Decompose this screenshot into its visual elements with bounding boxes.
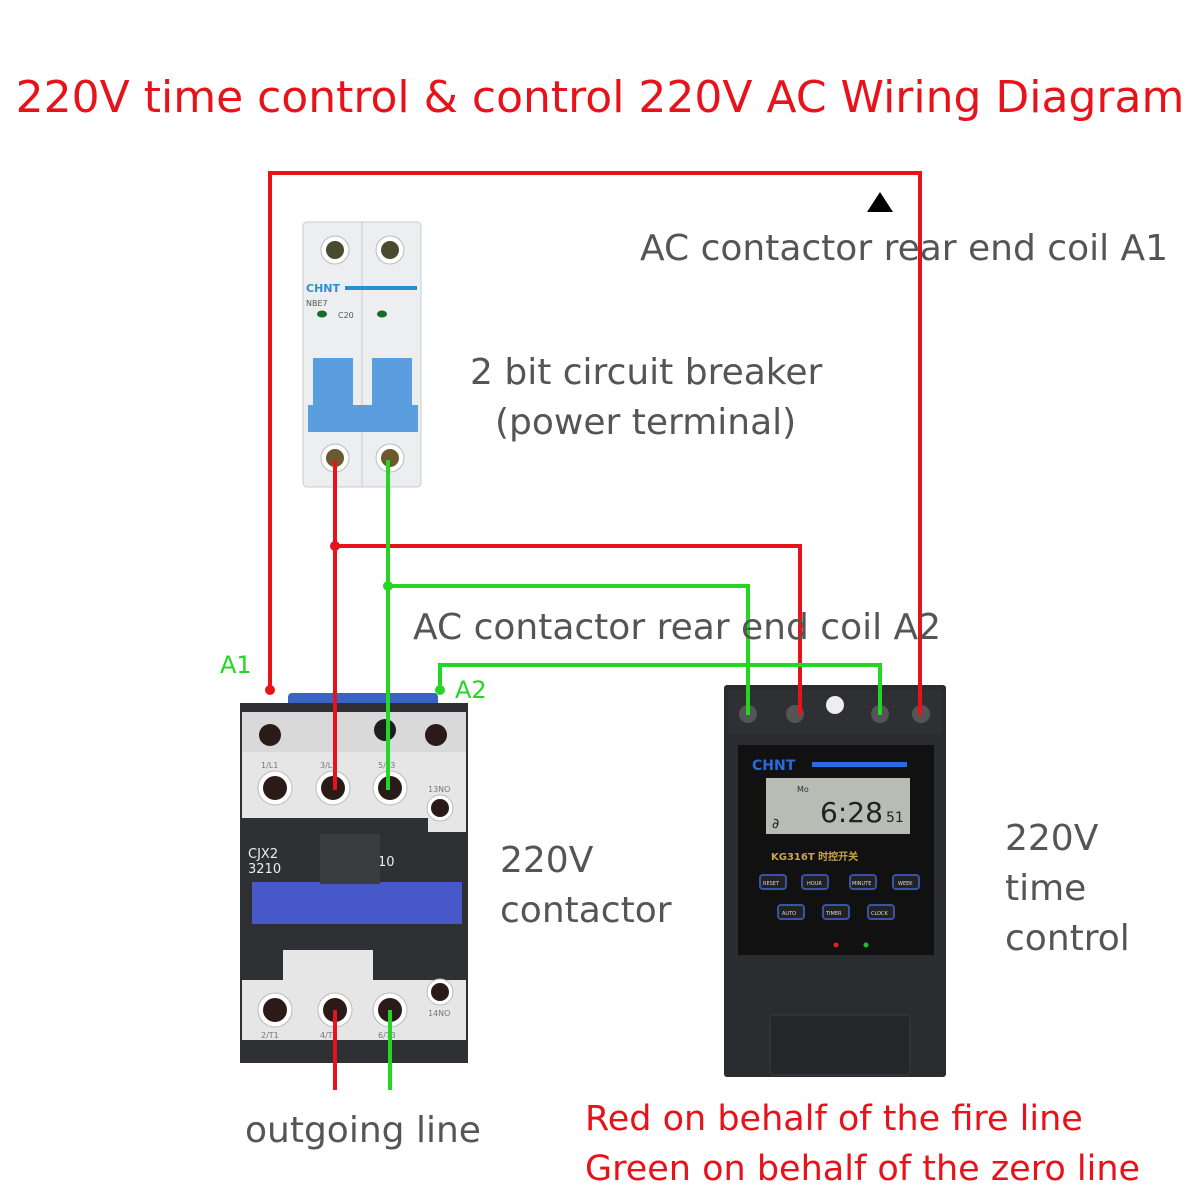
svg-text:1/L1: 1/L1: [261, 761, 278, 770]
coil-a1-label: AC contactor rear end coil A1: [640, 228, 1168, 269]
triangle-marker-icon: [867, 192, 893, 212]
wires: [268, 171, 922, 1090]
svg-text:6/T3: 6/T3: [378, 1031, 396, 1040]
time-control-switch: CHNT Mo ∂ 6:28 51 KG316T 时控开关 RESET HOUR…: [724, 685, 946, 1077]
coil-a2-label: AC contactor rear end coil A2: [413, 607, 941, 648]
contactor: 1/L1 3/L2 5/L3 13NO CJX2 3210 10 2/T1 4/…: [240, 693, 468, 1063]
breaker-label-2: (power terminal): [495, 402, 796, 443]
svg-text:13NO: 13NO: [428, 785, 450, 794]
a1-label: A1: [220, 651, 252, 679]
legend-red: Red on behalf of the fire line: [585, 1099, 1083, 1139]
timer-label-1: 220V: [1005, 818, 1099, 859]
svg-text:∂: ∂: [772, 816, 779, 832]
diagram-title: 220V time control & control 220V AC Wiri…: [16, 72, 1185, 123]
contactor-label-1: 220V: [500, 840, 594, 881]
svg-text:14NO: 14NO: [428, 1009, 450, 1018]
svg-text:TIMER: TIMER: [825, 911, 842, 917]
svg-text:CLOCK: CLOCK: [871, 911, 889, 917]
svg-text:CJX2: CJX2: [248, 847, 278, 862]
svg-text:HOUR: HOUR: [807, 881, 822, 887]
circuit-breaker: CHNT NBE7 C20: [302, 221, 422, 488]
svg-text:4/T2: 4/T2: [320, 1031, 338, 1040]
contactor-label-2: contactor: [500, 890, 672, 931]
legend-green: Green on behalf of the zero line: [585, 1149, 1140, 1189]
clock-button[interactable]: [867, 904, 895, 920]
svg-text:3210: 3210: [248, 862, 281, 877]
svg-text:6:28: 6:28: [820, 796, 883, 829]
svg-text:RESET: RESET: [763, 881, 780, 887]
timer-label-3: control: [1005, 918, 1130, 959]
svg-text:51: 51: [886, 810, 904, 826]
svg-text:CHNT: CHNT: [306, 282, 340, 295]
reset-button[interactable]: [759, 874, 787, 890]
svg-text:KG316T 时控开关: KG316T 时控开关: [771, 850, 858, 863]
svg-text:10: 10: [378, 855, 395, 870]
outgoing-line-label: outgoing line: [245, 1110, 481, 1151]
svg-text:WEEK: WEEK: [898, 881, 913, 887]
lcd-display: [766, 778, 910, 834]
week-button[interactable]: [892, 874, 920, 890]
svg-text:Mo: Mo: [797, 785, 809, 794]
timer-label-2: time: [1005, 868, 1086, 909]
breaker-label-1: 2 bit circuit breaker: [470, 352, 823, 393]
minute-button[interactable]: [849, 874, 877, 890]
a2-label: A2: [455, 676, 487, 704]
auto-button[interactable]: [777, 904, 805, 920]
svg-text:CHNT: CHNT: [752, 758, 796, 774]
svg-text:AUTO: AUTO: [782, 911, 796, 917]
hour-button[interactable]: [801, 874, 829, 890]
svg-text:3/L2: 3/L2: [320, 761, 337, 770]
breaker-toggle[interactable]: [308, 405, 418, 432]
svg-text:NBE7: NBE7: [306, 299, 328, 308]
svg-text:2/T1: 2/T1: [261, 1031, 279, 1040]
svg-text:C20: C20: [338, 311, 354, 320]
svg-text:MINUTE: MINUTE: [852, 881, 871, 887]
timer-button[interactable]: [822, 904, 850, 920]
